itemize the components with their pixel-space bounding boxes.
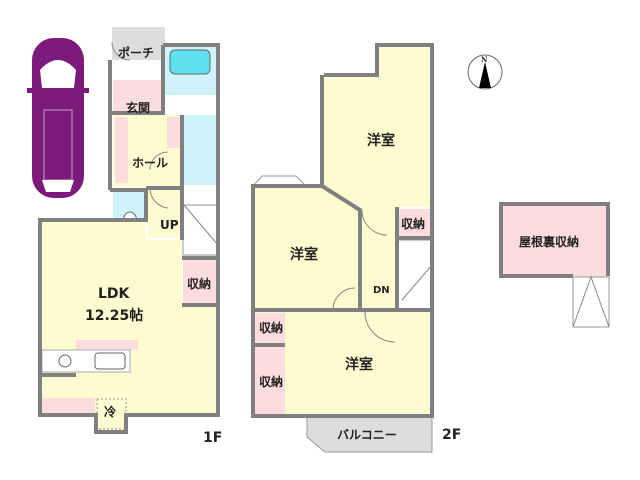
porch bbox=[112, 27, 165, 60]
svg-text:N: N bbox=[481, 55, 488, 64]
down-label: DN bbox=[373, 285, 390, 296]
washroom bbox=[184, 115, 218, 185]
room-south-label: 洋室 bbox=[345, 356, 373, 373]
room-north bbox=[322, 45, 432, 207]
floor-2-label: 2F bbox=[442, 427, 461, 443]
stove-icon bbox=[58, 354, 72, 368]
room-west-label: 洋室 bbox=[290, 246, 318, 263]
up-label: UP bbox=[160, 218, 179, 232]
porch-label: ポーチ bbox=[118, 45, 154, 60]
compass-icon: N bbox=[467, 54, 503, 90]
hall-label: ホール bbox=[132, 156, 168, 170]
storage-south-1-label: 収納 bbox=[259, 320, 283, 335]
storage-label: 収納 bbox=[187, 276, 211, 291]
sink-icon bbox=[94, 352, 126, 370]
storage-south-2 bbox=[255, 347, 285, 414]
stairs-1f bbox=[182, 204, 219, 256]
entrance bbox=[113, 80, 163, 113]
entrance-label: 玄関 bbox=[126, 100, 150, 115]
storage-hall-label: 収納 bbox=[401, 216, 425, 231]
balcony-label: バルコニー bbox=[337, 428, 397, 442]
floor-1-label: 1F bbox=[203, 430, 222, 446]
bathtub-icon bbox=[169, 49, 211, 75]
storage-hall bbox=[397, 209, 432, 238]
ldk-label: LDK bbox=[98, 286, 131, 302]
floor-2: 洋室 洋室 洋室 DN 収納 収納 収納 バルコニー 2F bbox=[251, 43, 461, 453]
ldk-size-label: 12.25帖 bbox=[85, 307, 143, 324]
room-north-label: 洋室 bbox=[367, 132, 395, 149]
attic-storage-label: 屋根裏収納 bbox=[519, 234, 579, 249]
attic-storage: 屋根裏収納 bbox=[499, 202, 610, 328]
hall-2f bbox=[362, 207, 397, 310]
ldk-storage bbox=[183, 258, 218, 305]
car-icon bbox=[27, 38, 89, 198]
storage-south-2-label: 収納 bbox=[259, 374, 283, 389]
floor-1: ポーチ 玄関 ホール UP LDK 12.25帖 収納 冷 1F bbox=[38, 27, 222, 446]
room-west bbox=[253, 186, 360, 310]
fridge-label: 冷 bbox=[104, 404, 116, 419]
storage-south-1 bbox=[255, 313, 285, 343]
ldk-room bbox=[40, 220, 218, 432]
